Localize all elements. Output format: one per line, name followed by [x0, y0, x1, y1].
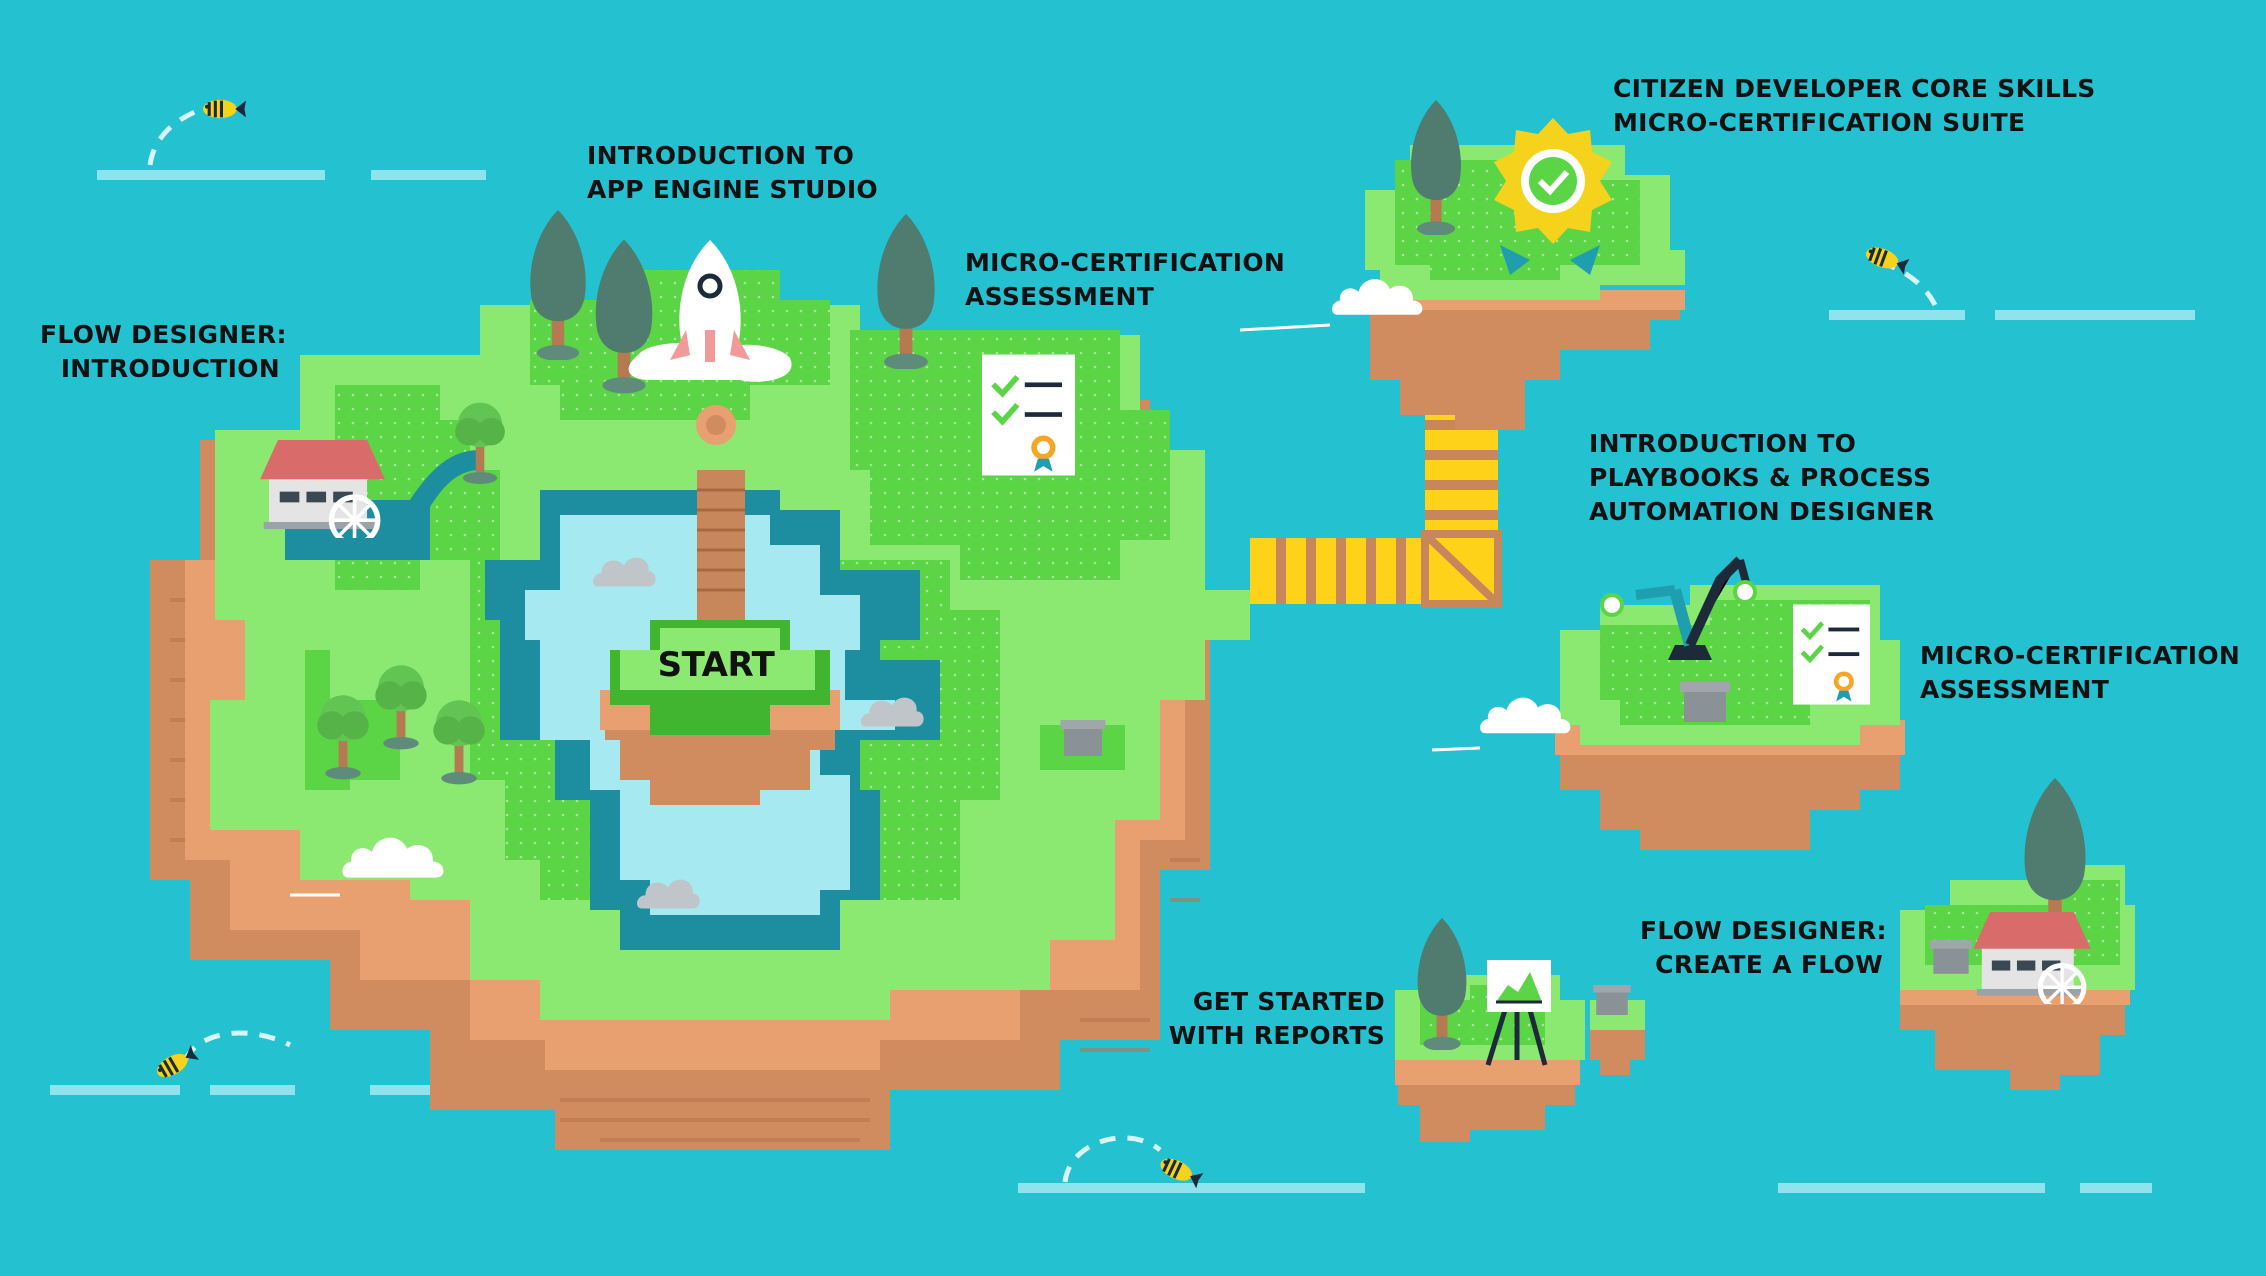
module-micro-cert-2[interactable]: MICRO-CERTIFICATION ASSESSMENT — [1920, 639, 2240, 707]
module-label-line: WITH REPORTS — [1168, 1021, 1385, 1050]
module-label-line: MICRO-CERTIFICATION SUITE — [1613, 108, 2026, 137]
module-micro-cert-1[interactable]: MICRO-CERTIFICATION ASSESSMENT — [965, 246, 1285, 314]
module-label-line: CREATE A FLOW — [1655, 950, 1883, 979]
module-label-line: INTRODUCTION — [60, 354, 280, 383]
certificate-icon — [1793, 604, 1870, 704]
module-label-line: GET STARTED — [1192, 987, 1385, 1016]
module-app-engine-studio[interactable]: INTRODUCTION TO APP ENGINE STUDIO — [587, 139, 878, 207]
watermill-house-icon — [260, 440, 385, 543]
core-skills-island[interactable] — [1239, 100, 1685, 430]
module-flow-designer-intro[interactable]: FLOW DESIGNER: INTRODUCTION — [40, 318, 287, 386]
module-label-line: INTRODUCTION TO — [1589, 429, 1857, 458]
bridge-path — [1250, 400, 1502, 608]
module-label-line: INTRODUCTION TO — [587, 141, 855, 170]
start-label[interactable]: START — [657, 645, 775, 685]
module-label-line: FLOW DESIGNER: — [40, 320, 287, 349]
fish-icon — [1861, 241, 1912, 278]
reports-island[interactable] — [1395, 918, 1645, 1142]
sea-decorations — [50, 170, 2195, 1193]
module-reports[interactable]: GET STARTED WITH REPORTS — [1160, 985, 1385, 1053]
watermill-house-icon — [1973, 912, 2090, 1009]
module-label-line: CITIZEN DEVELOPER CORE SKILLS — [1613, 74, 2096, 103]
robot-arm-icon — [1600, 556, 1757, 660]
chart-easel-icon — [1485, 960, 1551, 1066]
module-label-line: MICRO-CERTIFICATION — [965, 248, 1286, 277]
module-label-line: PLAYBOOKS & PROCESS — [1589, 463, 1932, 492]
module-label-line: FLOW DESIGNER: — [1640, 916, 1887, 945]
fish-icon — [201, 98, 246, 120]
badge-check-icon — [1494, 118, 1612, 275]
playbooks-island[interactable] — [1431, 556, 1905, 850]
flow-create-island[interactable] — [1900, 778, 2135, 1090]
module-label-line: ASSESSMENT — [1920, 675, 2110, 704]
start-island[interactable] — [600, 620, 840, 805]
module-flow-designer-create[interactable]: FLOW DESIGNER: CREATE A FLOW — [1640, 914, 1887, 982]
rocket-icon — [628, 240, 792, 382]
certificate-icon — [982, 355, 1075, 476]
module-core-skills-suite[interactable]: CITIZEN DEVELOPER CORE SKILLS MICRO-CERT… — [1613, 72, 2096, 140]
module-label-line: APP ENGINE STUDIO — [587, 175, 878, 204]
module-playbooks[interactable]: INTRODUCTION TO PLAYBOOKS & PROCESS AUTO… — [1589, 427, 1934, 529]
module-label-line: AUTOMATION DESIGNER — [1589, 497, 1935, 526]
main-island — [150, 210, 1250, 1150]
module-label-line: MICRO-CERTIFICATION — [1920, 641, 2241, 670]
module-label-line: ASSESSMENT — [965, 282, 1155, 311]
